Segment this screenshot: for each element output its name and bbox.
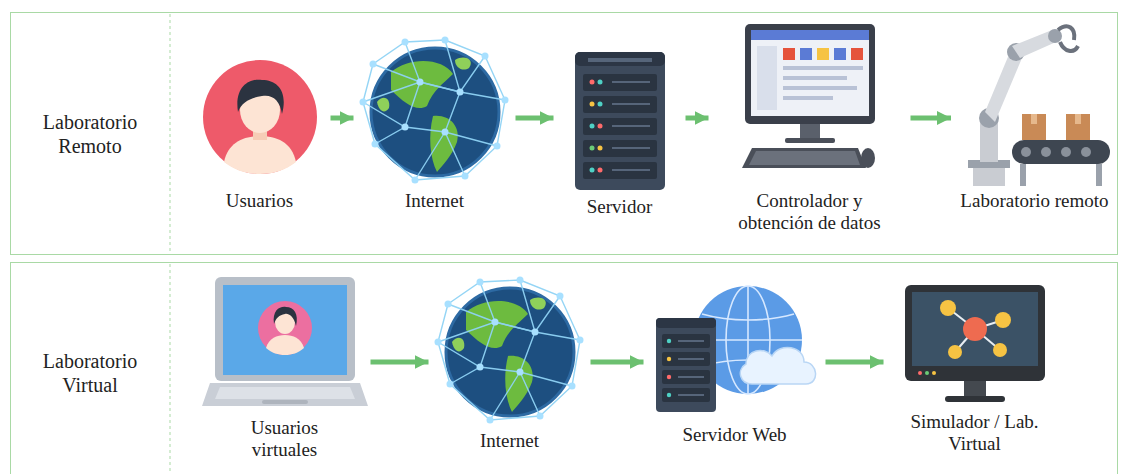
stage-item: Usuarios virtuales — [205, 275, 365, 461]
flow-arrow — [331, 116, 354, 121]
simulator-icon — [905, 285, 1045, 402]
flow-arrow — [516, 116, 554, 121]
globe-icon — [435, 277, 584, 424]
stage-caption: Controlador y obtención de datos — [717, 190, 902, 234]
stage-caption: Usuarios virtuales — [225, 417, 345, 461]
user-icon — [203, 60, 317, 174]
lab-band: Laboratorio RemotoUsuarios Internet Servid… — [10, 12, 1118, 255]
stage-caption: Simulador / Lab. Virtual — [900, 411, 1050, 455]
stage-caption: Servidor — [587, 196, 652, 218]
stage-caption: Usuarios — [226, 190, 294, 212]
stage-item: Servidor Web — [650, 284, 820, 446]
laptop-icon — [202, 277, 368, 406]
flow-arrow — [826, 360, 884, 365]
computer-icon — [742, 24, 875, 168]
server-icon — [575, 52, 665, 190]
stage-item: Controlador y obtención de datos — [715, 22, 905, 234]
flow-arrow — [591, 360, 644, 365]
band-title: Laboratorio Remoto — [25, 110, 155, 158]
stage-item: Internet — [360, 46, 510, 212]
stage-item: Simulador / Lab. Virtual — [890, 283, 1060, 455]
stage-caption: Laboratorio remoto — [960, 190, 1108, 212]
divider — [170, 14, 171, 253]
web-server-icon — [656, 286, 816, 412]
stage-item: Servidor — [560, 50, 680, 218]
lab-band: Laboratorio VirtualUsuarios virtuales Int… — [10, 262, 1118, 474]
stage-item: Usuarios — [195, 58, 325, 212]
globe-icon — [360, 37, 509, 184]
band-title: Laboratorio Virtual — [25, 349, 155, 397]
flow-arrow — [371, 360, 429, 365]
divider — [170, 264, 171, 474]
stage-caption: Servidor Web — [682, 424, 786, 446]
stage-caption: Internet — [405, 190, 464, 212]
stage-caption: Internet — [480, 430, 539, 452]
flow-arrow — [911, 116, 952, 121]
stage-item: Internet — [435, 286, 585, 452]
stage-item: Laboratorio remoto — [957, 18, 1112, 212]
robot-icon — [968, 26, 1110, 186]
flow-arrow — [686, 116, 709, 121]
